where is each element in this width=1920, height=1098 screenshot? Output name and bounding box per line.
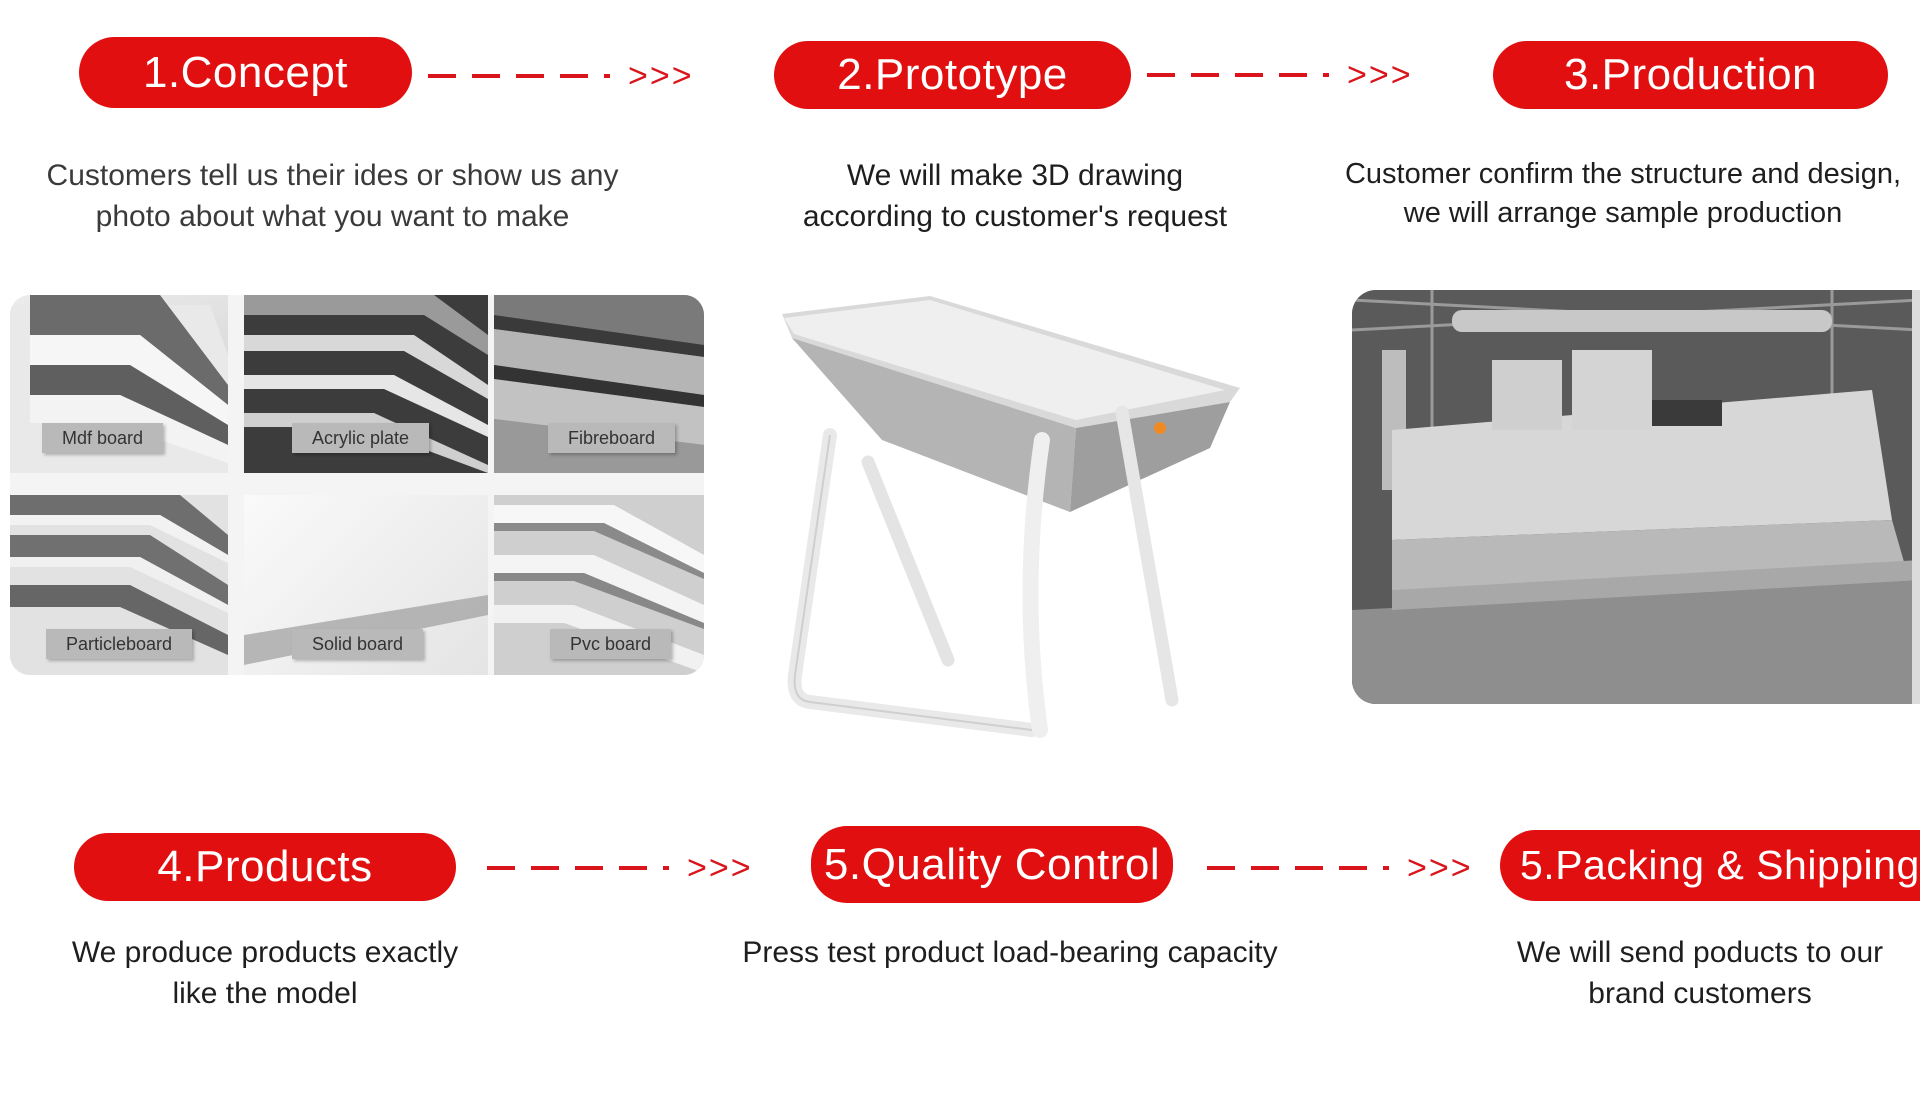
dash-line	[487, 866, 669, 870]
step-1-description: Customers tell us their ides or show us …	[0, 155, 665, 237]
production-machine-photo	[1352, 290, 1920, 704]
desc-line: We produce products exactly	[71, 936, 459, 969]
step-1-title: 1.Concept	[142, 47, 349, 97]
material-label: Acrylic plate	[292, 423, 430, 453]
desc-line: brand customers	[1588, 977, 1812, 1010]
step-1-pill: 1.Concept	[79, 37, 412, 108]
desc-line: photo about what you want to make	[95, 200, 570, 233]
chevrons: >>>	[687, 848, 753, 887]
material-tile-fibreboard: Fibreboard	[494, 295, 704, 473]
step-3-pill: 3.Production	[1493, 41, 1888, 109]
desc-line: like the model	[172, 977, 358, 1010]
step-3-title: 3.Production	[1563, 50, 1818, 99]
step-2-pill: 2.Prototype	[774, 41, 1131, 109]
step-2-title: 2.Prototype	[837, 50, 1068, 99]
desc-line: we will arrange sample production	[1403, 197, 1843, 229]
material-label: Mdf board	[42, 423, 164, 453]
dash-line	[428, 74, 610, 78]
factory-image	[1352, 290, 1920, 704]
step-5-title: 5.Quality Control	[823, 839, 1161, 889]
desc-line: Customers tell us their ides or show us …	[46, 159, 619, 192]
arrow-5-6: >>>	[1207, 848, 1473, 888]
step-5-description: Press test product load-bearing capacity	[700, 932, 1320, 973]
dash-line	[1147, 73, 1329, 77]
material-tile-solid-board: Solid board	[244, 495, 488, 675]
material-tile-mdf: Mdf board	[10, 295, 228, 473]
chevrons: >>>	[1407, 848, 1473, 887]
step-6-pill: 5.Packing & Shipping	[1500, 830, 1920, 901]
arrow-1-2: >>>	[428, 56, 694, 96]
material-label: Solid board	[292, 629, 424, 659]
step-3-description: Customer confirm the structure and desig…	[1318, 155, 1920, 233]
chevrons: >>>	[1347, 55, 1413, 94]
materials-grid: Mdf board Acrylic plate Fibreboard	[10, 295, 704, 675]
material-label: Fibreboard	[548, 423, 676, 453]
desc-line: according to customer's request	[802, 200, 1228, 233]
material-label: Particleboard	[46, 629, 193, 659]
material-label: Pvc board	[550, 629, 672, 659]
dash-line	[1207, 866, 1389, 870]
step-6-description: We will send poducts to our brand custom…	[1480, 932, 1920, 1014]
step-4-description: We produce products exactly like the mod…	[20, 932, 510, 1014]
material-tile-acrylic: Acrylic plate	[244, 295, 488, 473]
desc-line: Press test product load-bearing capacity	[742, 936, 1278, 969]
desc-line: Customer confirm the structure and desig…	[1344, 158, 1902, 190]
step-6-title: 5.Packing & Shipping	[1520, 842, 1920, 888]
arrow-4-5: >>>	[487, 848, 753, 888]
desk-prototype-image	[782, 296, 1240, 738]
chevrons: >>>	[628, 56, 694, 95]
step-4-title: 4.Products	[157, 842, 373, 891]
material-tile-particleboard: Particleboard	[10, 495, 228, 675]
step-2-description: We will make 3D drawing according to cus…	[750, 155, 1280, 237]
desc-line: We will make 3D drawing	[846, 159, 1184, 192]
step-5-pill: 5.Quality Control	[811, 826, 1173, 903]
desc-line: We will send poducts to our	[1516, 936, 1884, 969]
arrow-2-3: >>>	[1147, 55, 1413, 95]
material-tile-pvc: Pvc board	[494, 495, 704, 675]
step-4-pill: 4.Products	[74, 833, 456, 901]
